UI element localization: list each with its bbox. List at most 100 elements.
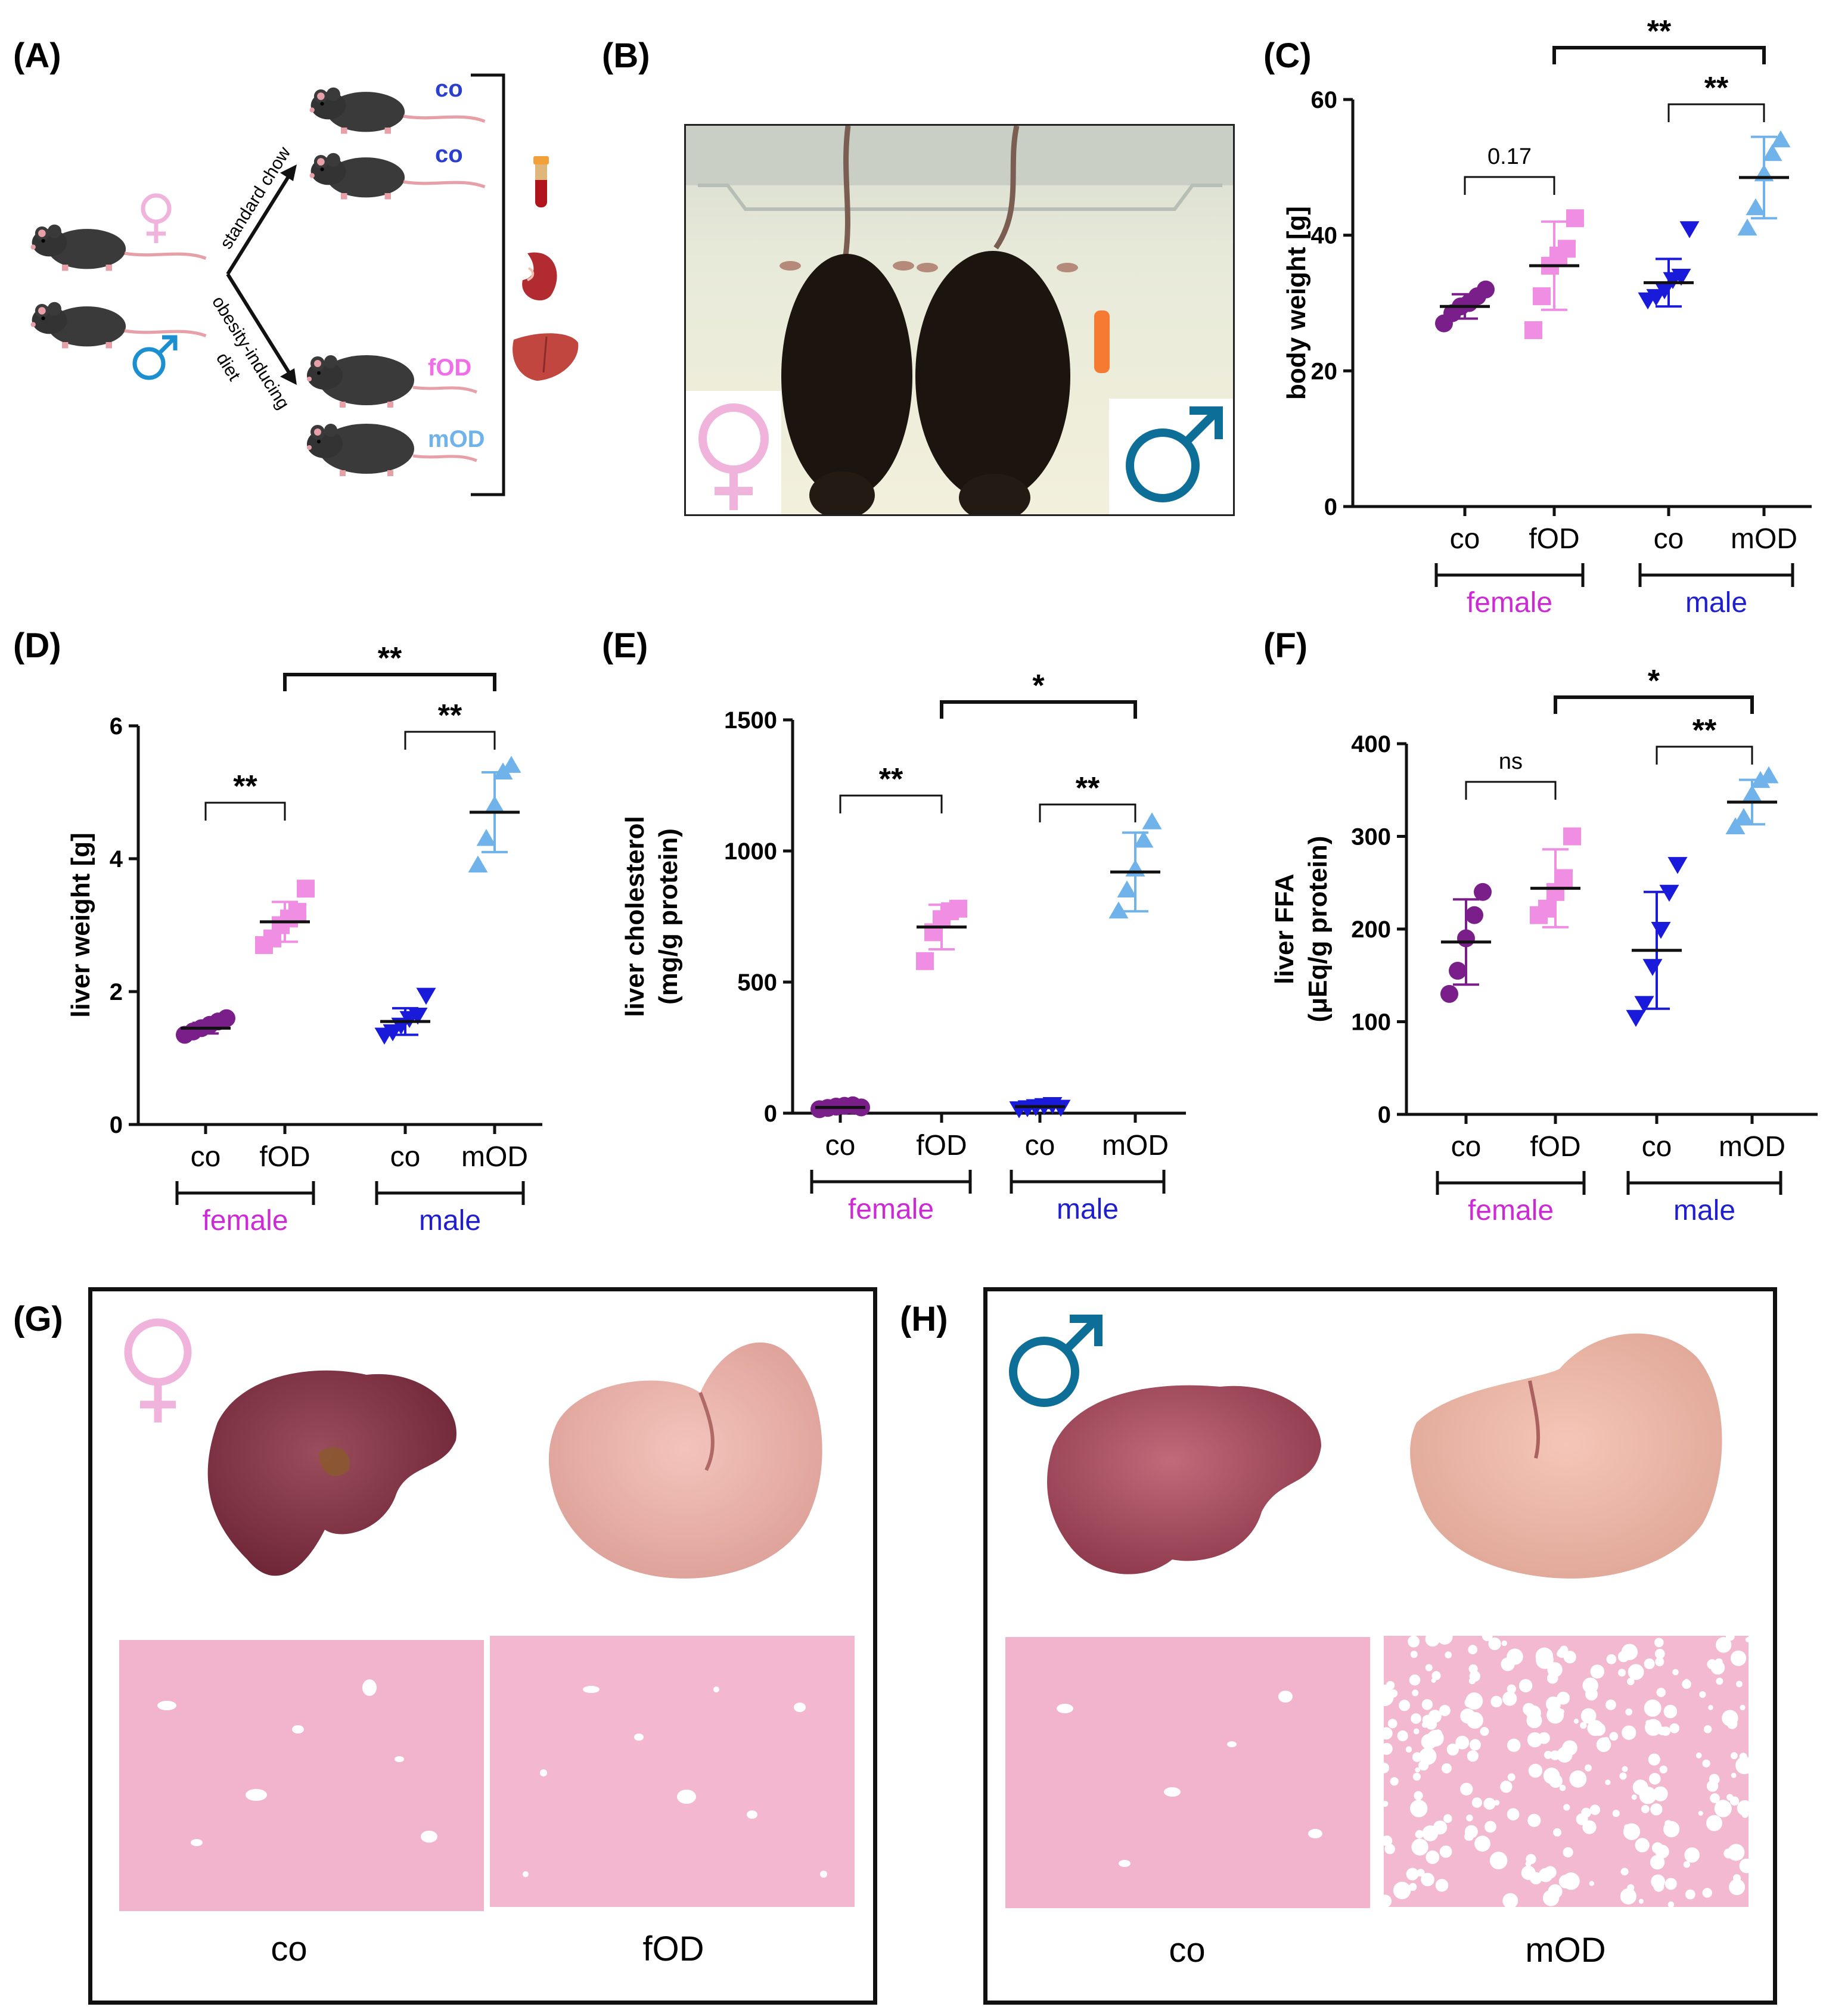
fat-vacuole [1585, 1764, 1592, 1772]
fat-vacuole [1526, 1713, 1542, 1729]
blood-tube-icon [533, 156, 549, 207]
data-point-0 [1108, 901, 1129, 919]
female-symbol-icon [698, 403, 769, 510]
liver-icon [513, 333, 579, 381]
series-female-co [1440, 883, 1492, 1003]
histology-mod [1376, 1629, 1754, 1909]
significance-bracket [1465, 781, 1557, 800]
significance-bracket [1552, 46, 1766, 64]
group-label-mod: mOD [428, 426, 485, 452]
data-point-4 [1558, 240, 1576, 258]
fat-vacuole [1612, 1809, 1620, 1818]
histology-fod [490, 1636, 855, 1907]
fat-vacuole [1710, 1660, 1725, 1675]
fat-vacuole [1418, 1760, 1429, 1771]
y-axis-label-2: (mg/g protein) [654, 828, 683, 1005]
fat-vacuole [1669, 1723, 1680, 1734]
fat-vacuole [1716, 1637, 1732, 1653]
significance-label: ** [1692, 713, 1717, 748]
fat-vacuole [1464, 1825, 1478, 1838]
y-tick-label: 0 [110, 1112, 123, 1138]
series-male-mOD [1725, 766, 1779, 834]
x-category-label: mOD [1719, 1131, 1785, 1163]
fat-vacuole [1638, 1899, 1644, 1904]
panel-a-diagram: standard chow obesity-inducing diet co c… [0, 73, 579, 496]
fat-vacuole [1462, 1739, 1468, 1744]
significance-bracket [1656, 745, 1753, 765]
fat-vacuole [1439, 1705, 1451, 1716]
fat-vacuole [1589, 1881, 1595, 1886]
series-male-mOD [1108, 812, 1162, 919]
y-axis-label: liver weight [g] [66, 833, 95, 1017]
fat-vacuole [1464, 1698, 1474, 1708]
fat-vacuole [1731, 1650, 1747, 1666]
fat-vacuole [1446, 1743, 1459, 1756]
data-point-2 [1457, 929, 1475, 948]
data-point-0 [1725, 817, 1746, 834]
fat-vacuole [1699, 1691, 1706, 1698]
fat-vacuole [1706, 1780, 1719, 1792]
fat-vacuole [1485, 1821, 1496, 1833]
x-category-label: mOD [461, 1141, 528, 1173]
fat-vacuole [1654, 1638, 1664, 1648]
fat-vacuole [1428, 1710, 1442, 1723]
panel-label-h: (H) [900, 1300, 948, 1338]
fat-vacuole [1740, 1704, 1746, 1710]
series-female-fOD [1530, 827, 1581, 928]
series-male-co [1638, 221, 1700, 310]
fat-vacuole [1739, 1858, 1754, 1874]
group-label-male: male [1685, 587, 1747, 619]
x-category-label: co [1642, 1131, 1672, 1163]
y-axis-label-2: (μEq/g protein) [1303, 836, 1333, 1023]
fat-vacuole [1480, 1727, 1489, 1736]
panel-h-box: co mOD [983, 1287, 1777, 2005]
x-category-label: co [1025, 1130, 1055, 1161]
fat-vacuole [1619, 1772, 1627, 1780]
kidney-icon [522, 252, 557, 301]
fat-vacuole [1650, 1855, 1665, 1870]
fat-vacuole [1521, 1865, 1536, 1880]
y-tick-label: 500 [737, 970, 777, 996]
series-female-co [176, 1009, 235, 1044]
fat-vacuole [1654, 1648, 1665, 1659]
fat-vacuole [1431, 1671, 1441, 1680]
fat-vacuole [1422, 1825, 1439, 1841]
y-tick-label: 100 [1351, 1009, 1391, 1036]
x-category-label: co [1654, 523, 1684, 555]
fat-vacuole [1632, 1779, 1648, 1796]
data-point-0 [1524, 321, 1542, 340]
male-symbol-icon [132, 335, 178, 380]
significance-bracket [940, 700, 1137, 719]
arrow-standard-chow [226, 164, 297, 275]
fat-vacuole [1381, 1835, 1393, 1847]
data-point-5 [1566, 209, 1584, 228]
fat-vacuole [1702, 1759, 1710, 1768]
x-category-label: fOD [916, 1130, 967, 1161]
fat-vacuole [1605, 1779, 1611, 1785]
y-tick-label: 0 [1324, 494, 1337, 520]
data-point-4 [408, 1008, 428, 1025]
fat-vacuole [1490, 1695, 1502, 1708]
fat-vacuole [1439, 1845, 1452, 1858]
panel-label-b: (B) [602, 36, 650, 75]
fat-vacuole [1507, 1773, 1515, 1781]
group-label-male: male [1673, 1195, 1735, 1226]
y-tick-label: 0 [764, 1101, 777, 1127]
fat-vacuole [1501, 1657, 1515, 1672]
fat-vacuole [1582, 1820, 1597, 1834]
fat-vacuole [1645, 1720, 1651, 1725]
significance-label: ns [1499, 749, 1523, 774]
fat-vacuole [1655, 1844, 1669, 1859]
fat-vacuole [1443, 1814, 1452, 1823]
series-male-co [1626, 857, 1688, 1027]
group-label-female: female [848, 1194, 934, 1225]
orange-tube [1094, 310, 1110, 373]
fat-vacuole [1582, 1678, 1598, 1694]
fat-vacuole [1563, 1847, 1573, 1857]
fat-vacuole [1415, 1829, 1424, 1838]
fat-vacuole [1518, 1679, 1533, 1692]
fat-vacuole [1603, 1737, 1610, 1743]
fat-vacuole [1736, 1680, 1743, 1688]
fat-vacuole [1644, 1658, 1655, 1669]
fat-vacuole [1589, 1804, 1601, 1815]
